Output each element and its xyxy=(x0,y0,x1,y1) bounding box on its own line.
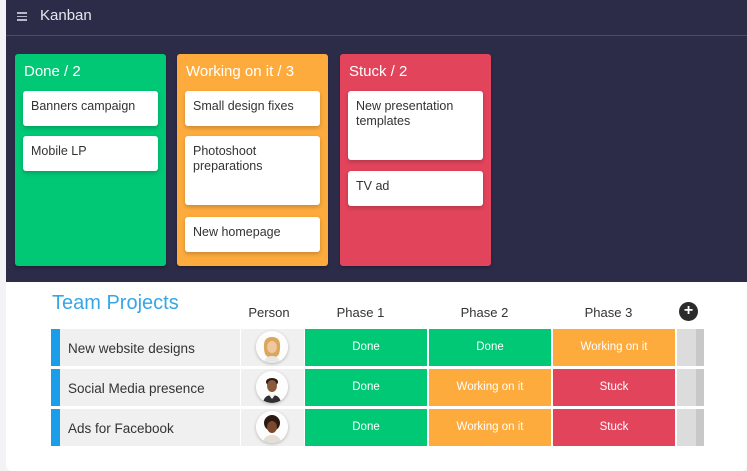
plus-icon[interactable]: + xyxy=(679,302,698,321)
status-cell[interactable]: Stuck xyxy=(552,369,675,406)
column-header-person[interactable]: Person xyxy=(248,305,290,320)
table-row[interactable]: Social Media presence Done Working on it… xyxy=(51,369,704,406)
item-name[interactable]: New website designs xyxy=(60,329,240,366)
row-filler xyxy=(676,409,696,446)
table-row[interactable]: Ads for Facebook Done Working on it Stuc… xyxy=(51,409,704,446)
column-header-phase1[interactable]: Phase 1 xyxy=(336,305,385,320)
kanban-card[interactable]: New presentation templates xyxy=(348,91,483,160)
person-cell[interactable] xyxy=(240,329,304,366)
row-filler xyxy=(676,329,696,366)
scrollbar-track[interactable] xyxy=(696,329,704,366)
status-cell[interactable]: Stuck xyxy=(552,409,675,446)
column-header-phase3[interactable]: Phase 3 xyxy=(584,305,633,320)
person-cell[interactable] xyxy=(240,409,304,446)
row-filler xyxy=(676,369,696,406)
kanban-card[interactable]: New homepage xyxy=(185,217,320,252)
column-stuck[interactable]: Stuck / 2 New presentation templates TV … xyxy=(340,54,491,266)
kanban-board: Kanban Done / 2 Banners campaign Mobile … xyxy=(6,0,747,282)
hamburger-icon[interactable] xyxy=(17,10,29,22)
app-title: Kanban xyxy=(40,7,92,24)
status-cell[interactable]: Working on it xyxy=(428,409,551,446)
avatar[interactable] xyxy=(256,411,288,443)
item-name[interactable]: Social Media presence xyxy=(60,369,240,406)
avatar[interactable] xyxy=(256,371,288,403)
group-color-bar xyxy=(51,369,60,406)
status-cell[interactable]: Working on it xyxy=(428,369,551,406)
column-working-on-it[interactable]: Working on it / 3 Small design fixes Pho… xyxy=(177,54,328,266)
status-cell[interactable]: Done xyxy=(428,329,551,366)
kanban-card[interactable]: Banners campaign xyxy=(23,91,158,126)
kanban-card[interactable]: Small design fixes xyxy=(185,91,320,126)
status-cell[interactable]: Working on it xyxy=(552,329,675,366)
group-color-bar xyxy=(51,409,60,446)
kanban-card[interactable]: TV ad xyxy=(348,171,483,206)
status-cell[interactable]: Done xyxy=(304,369,427,406)
status-cell[interactable]: Done xyxy=(304,409,427,446)
item-name[interactable]: Ads for Facebook xyxy=(60,409,240,446)
kanban-card[interactable]: Mobile LP xyxy=(23,136,158,171)
column-header-phase2[interactable]: Phase 2 xyxy=(460,305,509,320)
column-title: Done / 2 xyxy=(24,63,81,80)
scrollbar-track[interactable] xyxy=(696,369,704,406)
column-title: Working on it / 3 xyxy=(186,63,295,80)
person-cell[interactable] xyxy=(240,369,304,406)
top-bar: Kanban xyxy=(6,0,747,36)
status-cell[interactable]: Done xyxy=(304,329,427,366)
kanban-card[interactable]: Photoshoot preparations xyxy=(185,136,320,205)
group-title[interactable]: Team Projects xyxy=(52,292,179,314)
app-frame: Kanban Done / 2 Banners campaign Mobile … xyxy=(6,0,747,471)
avatar[interactable] xyxy=(256,331,288,363)
scrollbar-track[interactable] xyxy=(696,409,704,446)
column-title: Stuck / 2 xyxy=(349,63,408,80)
column-done[interactable]: Done / 2 Banners campaign Mobile LP xyxy=(15,54,166,266)
table-row[interactable]: New website designs Done Done Working on… xyxy=(51,329,704,366)
group-color-bar xyxy=(51,329,60,366)
